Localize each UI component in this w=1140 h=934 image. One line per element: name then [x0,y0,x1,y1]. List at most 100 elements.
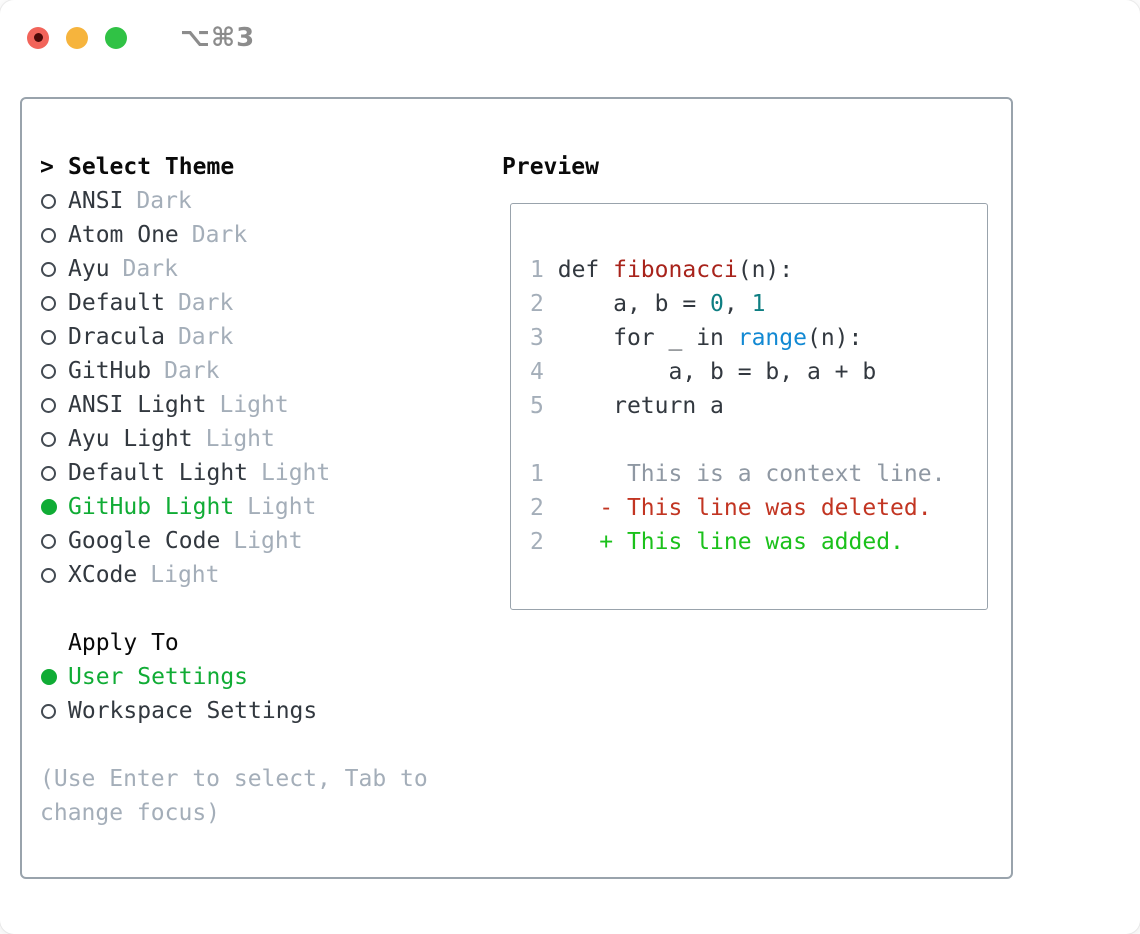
theme-option-google-code-label: Google Code [68,528,221,554]
code-token-code: (n): [737,257,794,283]
line-number: 2 [530,529,544,555]
code-token-code: , [723,291,752,317]
radio-icon [41,261,56,277]
select-theme-header: > Select Theme [40,150,470,184]
radio-icon [41,567,56,583]
code-token-code: for _ in [557,325,738,351]
theme-option-github[interactable]: GitHub Dark [40,354,470,388]
theme-option-dracula-label: Dracula [68,324,165,350]
traffic-lights [27,26,144,49]
radio-icon [41,465,56,481]
preview-title: Preview [502,154,599,180]
code-token-code: def [557,257,614,283]
radio-cell [40,261,68,277]
code-token-builtin: range [737,325,807,351]
apply-option-user-settings[interactable]: User Settings [40,660,470,694]
radio-icon [41,193,56,209]
theme-option-ayu-light-label: Ayu Light [68,426,193,452]
titlebar: ⌥⌘3 [0,0,1140,75]
theme-option-ayu-label: Ayu [68,256,110,282]
radio-selected-icon [41,499,57,515]
apply-to-title: Apply To [68,630,179,656]
theme-variant-tag: Dark [191,222,248,248]
theme-variant-tag: Light [247,494,317,520]
line-number: 1 [530,461,544,487]
radio-icon [41,397,56,413]
code-token-code: a, b = b, a + b [557,359,877,385]
radio-cell [40,431,68,447]
theme-variant-tag: Light [205,426,275,452]
theme-variant-tag: Light [233,528,303,554]
line-number: 5 [530,393,544,419]
zoom-button[interactable] [105,26,127,49]
theme-option-ayu[interactable]: Ayu Dark [40,252,470,286]
theme-option-ayu-light[interactable]: Ayu Light Light [40,422,470,456]
radio-icon [41,431,56,447]
code-line: 5 return a [530,389,987,423]
radio-cell [40,329,68,345]
window-title: ⌥⌘3 [180,22,256,53]
radio-cell [40,703,68,719]
code-line: 1 This is a context line. [530,457,987,491]
theme-variant-tag: Light [150,562,220,588]
radio-icon [41,227,56,243]
theme-option-dracula[interactable]: Dracula Dark [40,320,470,354]
radio-cell [40,567,68,583]
apply-option-user-settings-label: User Settings [68,664,249,690]
theme-option-github-label: GitHub [68,358,152,384]
close-button[interactable] [27,26,49,49]
radio-cell [40,193,68,209]
theme-variant-tag: Dark [164,358,220,384]
code-token-code: (n): [806,325,863,351]
line-number: 1 [530,257,544,283]
close-record-dot-icon [33,33,43,42]
theme-option-atom-one[interactable]: Atom One Dark [40,218,470,252]
radio-icon [41,533,56,549]
code-line: 2 + This line was added. [530,525,987,559]
code-line: 4 a, b = b, a + b [530,355,987,389]
code-token-deleted: - This line was deleted. [557,495,932,521]
theme-option-github-light[interactable]: GitHub Light Light [40,490,470,524]
radio-cell [40,669,68,685]
radio-cell [40,499,68,515]
theme-variant-tag: Light [261,460,331,486]
code-line: 3 for _ in range(n): [530,321,987,355]
theme-option-default[interactable]: Default Dark [40,286,470,320]
apply-option-workspace-settings[interactable]: Workspace Settings [40,694,470,728]
radio-cell [40,533,68,549]
radio-icon [41,703,56,719]
radio-icon [41,329,56,345]
line-number: 2 [530,291,544,317]
theme-variant-tag: Dark [177,290,234,316]
theme-variant-tag: Dark [177,324,234,350]
line-number: 4 [530,359,544,385]
prompt-chevron-icon: > [40,154,54,180]
code-line: 2 a, b = 0, 1 [530,287,987,321]
radio-cell [40,465,68,481]
theme-option-atom-one-label: Atom One [68,222,179,248]
select-theme-title: Select Theme [68,154,235,180]
code-token-code: a, b = [557,291,711,317]
theme-option-google-code[interactable]: Google Code Light [40,524,470,558]
theme-option-default-label: Default [68,290,165,316]
theme-variant-tag: Dark [122,256,178,282]
radio-cell [40,295,68,311]
radio-icon [41,363,56,379]
theme-option-github-light-label: GitHub Light [68,494,235,520]
code-token-code: return a [557,393,724,419]
keyboard-hint: (Use Enter to select, Tab to change focu… [40,766,428,826]
code-token-num: 1 [751,291,766,317]
radio-selected-icon [41,669,57,685]
apply-option-workspace-settings-label: Workspace Settings [68,698,318,724]
minimize-button[interactable] [66,26,88,49]
code-token-num: 0 [710,291,724,317]
